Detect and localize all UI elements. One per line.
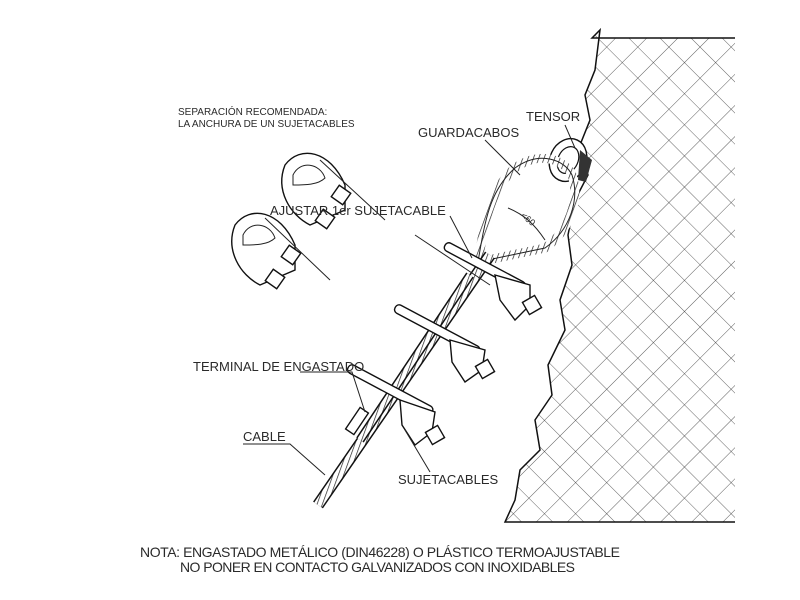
- label-sujetacables: SUJETACABLES: [398, 472, 499, 487]
- separation-note-line2: LA ANCHURA DE UN SUJETACABLES: [178, 119, 355, 130]
- clamp-detail-lower: [231, 212, 331, 290]
- label-guardacabos: GUARDACABOS: [418, 125, 519, 140]
- angle-arc: [507, 207, 546, 241]
- label-cable: CABLE: [243, 429, 286, 444]
- leader-cable: [243, 443, 326, 476]
- leader-terminal: [300, 371, 366, 413]
- leader-tensor: [564, 124, 576, 149]
- label-ajustar: AJUSTAR 1er SUJETACABLE: [270, 203, 446, 218]
- clamp-3: [346, 364, 446, 447]
- clamp-1: [443, 242, 543, 322]
- label-angle: <60: [519, 210, 537, 227]
- note-line2: NO PONER EN CONTACTO GALVANIZADOS CON IN…: [180, 559, 575, 575]
- rock-wall: [503, 27, 761, 523]
- leader-guardacabos: [484, 139, 521, 176]
- leader-sujetacables: [404, 429, 431, 473]
- leader-ajustar: [449, 215, 473, 259]
- label-tensor: TENSOR: [526, 109, 580, 124]
- clamp-2: [393, 304, 496, 383]
- note-line1: NOTA: ENGASTADO METÁLICO (DIN46228) O PL…: [140, 544, 620, 560]
- separation-note-line1: SEPARACIÓN RECOMENDADA:: [178, 105, 327, 118]
- label-terminal: TERMINAL DE ENGASTADO: [193, 359, 364, 374]
- cable: [313, 251, 495, 509]
- clamp-detail-upper: [281, 152, 386, 230]
